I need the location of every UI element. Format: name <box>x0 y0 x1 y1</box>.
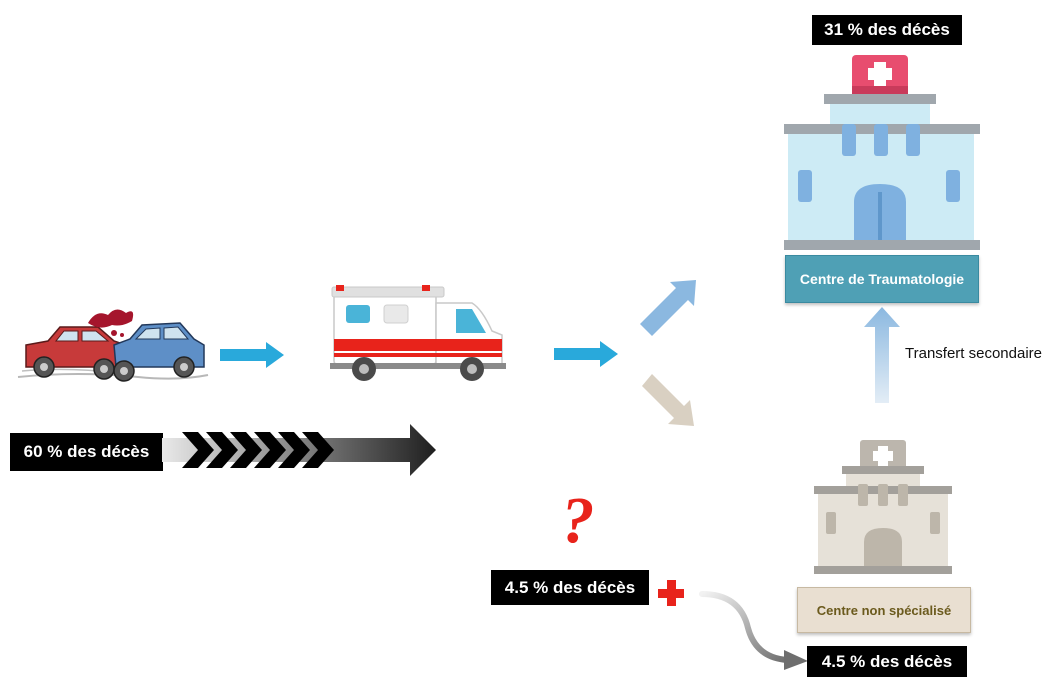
non-specialized-center-box: Centre non spécialisé <box>797 587 971 633</box>
ambulance-icon <box>330 285 506 381</box>
hospital-icon <box>784 55 980 250</box>
svg-text:?: ? <box>562 484 595 557</box>
trauma-center-box: Centre de Traumatologie <box>785 255 979 303</box>
non-specialized-deaths-label: 4.5 % des décès <box>807 646 967 677</box>
arrow-to-non-specialized <box>642 374 694 426</box>
trauma-center-deaths-label: 31 % des décès <box>812 15 962 45</box>
scene-deaths-arrow <box>162 424 436 476</box>
arrow-ambulance-to-fork <box>554 341 618 367</box>
arrow-to-trauma-center <box>640 280 696 336</box>
scene-deaths-label: 60 % des décès <box>10 433 163 471</box>
red-cross-icon <box>658 580 684 606</box>
clinic-icon <box>814 440 952 574</box>
car-crash-icon <box>17 309 209 382</box>
secondary-transfer-label: Transfert secondaire <box>905 345 1043 362</box>
transport-deaths-label: 4.5 % des décès <box>491 570 649 605</box>
curved-arrow <box>699 591 808 670</box>
question-mark-icon: ? <box>562 484 595 557</box>
secondary-transfer-arrow <box>864 307 900 403</box>
arrow-crash-to-ambulance <box>220 342 284 368</box>
